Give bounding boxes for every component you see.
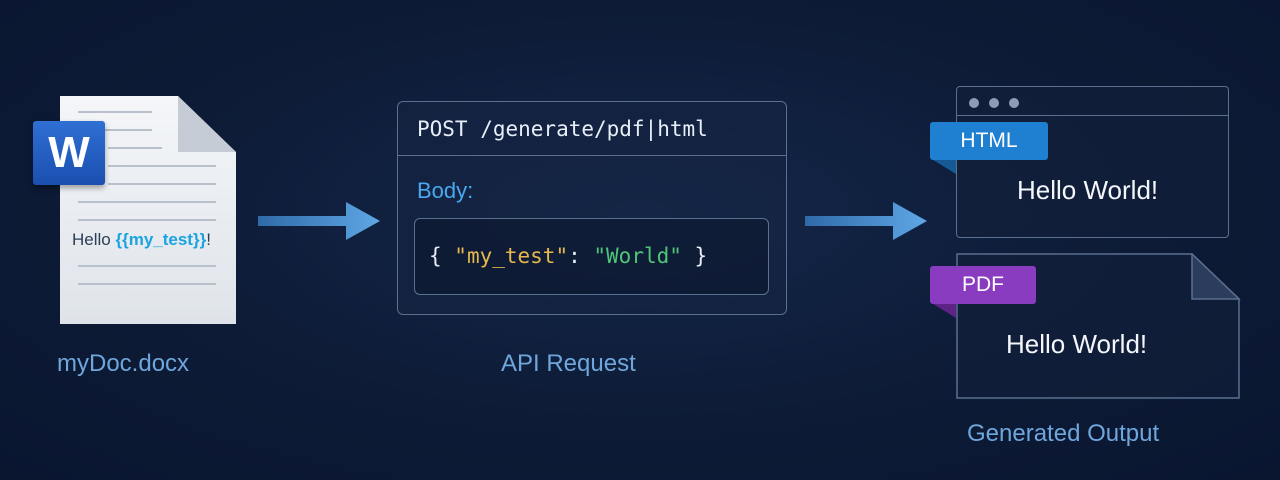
json-value: "World"	[593, 244, 682, 268]
right-arrow-icon	[805, 202, 927, 240]
browser-window-icon	[956, 86, 1229, 238]
document-caption: myDoc.docx	[57, 350, 190, 377]
word-document-icon: W	[33, 121, 105, 185]
browser-toolbar-divider	[957, 115, 1228, 116]
json-colon: :	[568, 244, 594, 268]
api-endpoint: POST /generate/pdf|html	[398, 102, 786, 156]
template-suffix: !	[206, 230, 211, 249]
api-caption: API Request	[501, 350, 636, 377]
html-output-text: Hello World!	[1017, 175, 1159, 205]
json-body: { "my_test": "World" }	[414, 218, 769, 295]
right-arrow-icon	[258, 202, 380, 240]
pdf-output-text: Hello World!	[1006, 329, 1148, 359]
api-request-card: POST /generate/pdf|html Body: { "my_test…	[397, 101, 787, 315]
json-close-brace: }	[681, 244, 708, 268]
window-dot-icon	[989, 98, 999, 108]
body-label: Body:	[417, 178, 474, 203]
window-dot-icon	[969, 98, 979, 108]
tag-fold	[930, 158, 956, 174]
template-prefix: Hello	[72, 230, 116, 249]
output-caption: Generated Output	[967, 420, 1160, 447]
window-dot-icon	[1009, 98, 1019, 108]
template-text: Hello {{my_test}}!	[72, 230, 211, 250]
html-tag: HTML	[930, 122, 1048, 160]
json-key: "my_test"	[454, 244, 569, 268]
tag-fold	[930, 302, 956, 318]
pdf-tag: PDF	[930, 266, 1036, 304]
json-open-brace: {	[429, 244, 455, 268]
template-placeholder: {{my_test}}	[115, 230, 207, 249]
